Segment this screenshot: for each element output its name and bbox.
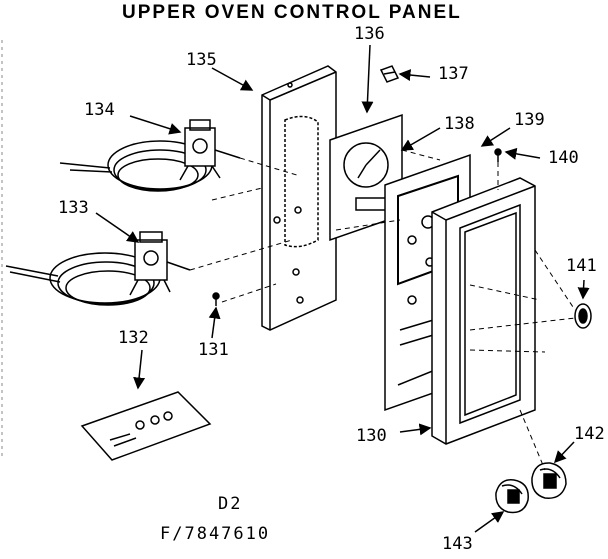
callout-139: 139 [514, 110, 545, 130]
part-141-grommet [574, 303, 592, 329]
part-140-screw [494, 148, 502, 162]
footer-figure-number: F/7847610 [160, 524, 271, 544]
callout-136: 136 [354, 24, 385, 44]
footer-code: D2 [218, 494, 243, 514]
callout-137: 137 [438, 64, 469, 84]
part-133-thermostat [5, 231, 191, 306]
part-143-knob [495, 479, 529, 514]
callout-131: 131 [198, 340, 229, 360]
part-137-clip [379, 65, 400, 83]
callout-142: 142 [574, 424, 605, 444]
diagram-title: UPPER OVEN CONTROL PANEL [122, 2, 462, 23]
part-130-frame [431, 177, 536, 445]
part-136-clock-plate [329, 113, 403, 242]
part-135-mounting-panel [261, 65, 337, 331]
callout-132: 132 [118, 328, 149, 348]
part-134-thermostat [59, 119, 241, 192]
callout-140: 140 [548, 148, 579, 168]
callout-135: 135 [186, 50, 217, 70]
callout-141: 141 [566, 256, 597, 276]
callout-130: 130 [356, 426, 387, 446]
part-132-instruction-card [80, 391, 212, 461]
callout-143: 143 [442, 534, 473, 554]
callout-133: 133 [58, 198, 89, 218]
callout-134: 134 [84, 100, 115, 120]
assembly-guide-lines [189, 149, 576, 471]
part-131-screw [212, 292, 220, 306]
callout-138: 138 [444, 114, 475, 134]
callout-leaders [95, 44, 590, 533]
part-142-knob [531, 462, 567, 499]
